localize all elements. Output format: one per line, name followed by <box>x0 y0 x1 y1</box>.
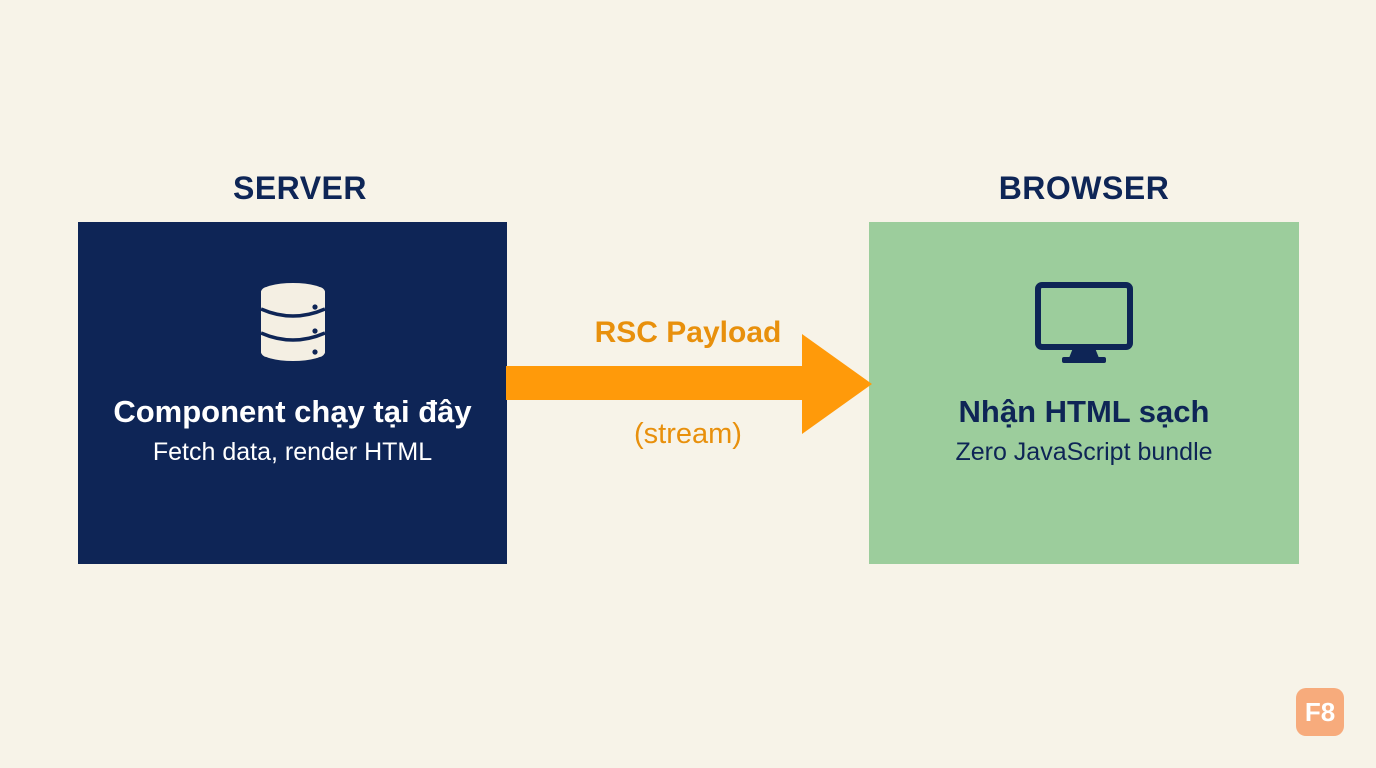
flow-arrow <box>506 334 872 434</box>
database-icon <box>78 282 507 362</box>
server-heading: SERVER <box>232 170 367 206</box>
browser-title: Nhận HTML sạch <box>958 394 1210 429</box>
arrow-label-stream: (stream) <box>634 418 742 450</box>
browser-heading: BROWSER <box>998 170 1170 206</box>
server-title: Component chạy tại đây <box>113 394 472 429</box>
browser-subtitle: Zero JavaScript bundle <box>955 438 1213 466</box>
server-subtitle: Fetch data, render HTML <box>152 438 433 466</box>
f8-logo-badge: F8 <box>1296 688 1344 736</box>
server-box: Component chạy tại đây Fetch data, rende… <box>78 222 507 564</box>
browser-box: Nhận HTML sạch Zero JavaScript bundle <box>869 222 1299 564</box>
monitor-icon <box>869 282 1299 366</box>
arrow-label-payload: RSC Payload <box>594 316 782 349</box>
